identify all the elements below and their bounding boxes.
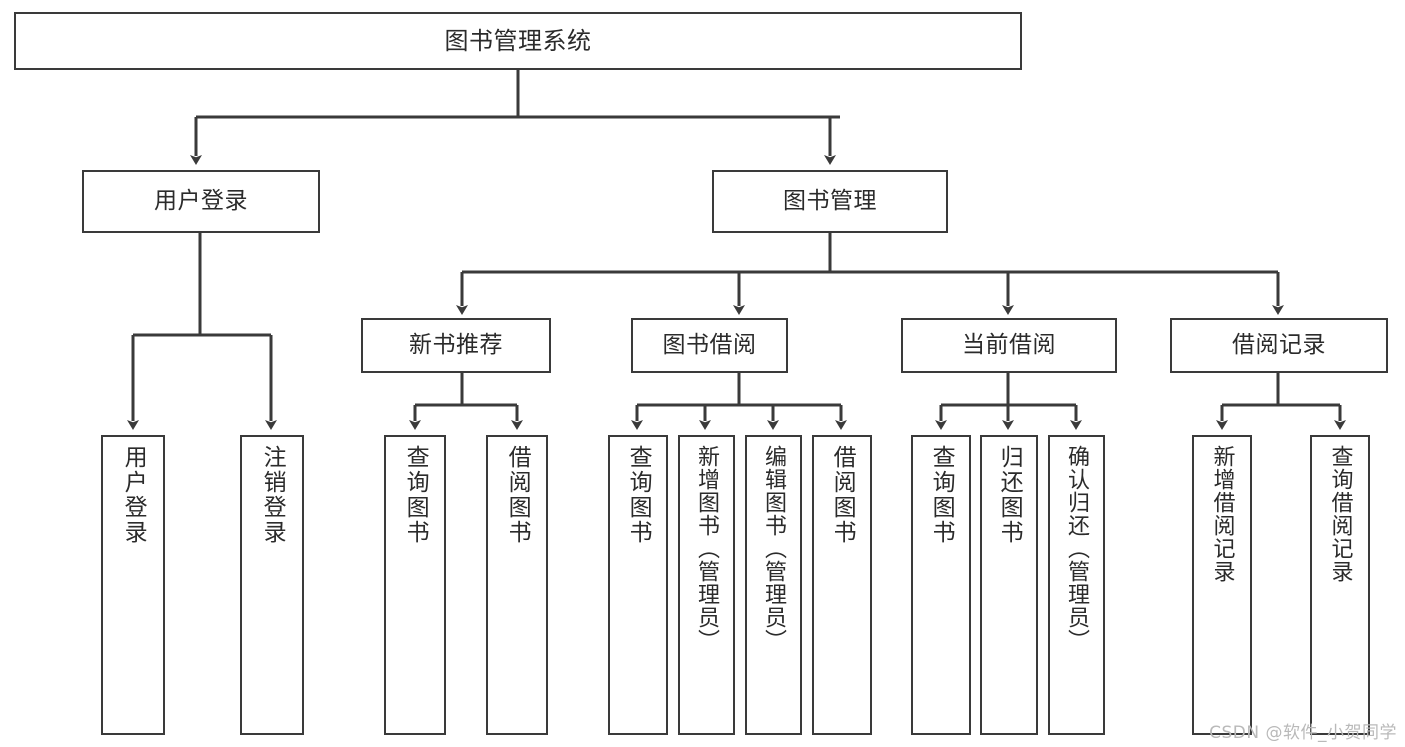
- node-leaf-edit-book[interactable]: 编辑图书（管理员）: [745, 435, 802, 735]
- node-root-label: 图书管理系统: [444, 26, 592, 55]
- node-new-book-rec-label: 新书推荐: [409, 331, 503, 358]
- csdn-watermark: CSDN @软件_小贺同学: [1209, 723, 1397, 743]
- node-leaf-return-book[interactable]: 归还图书: [980, 435, 1038, 735]
- node-book-borrow[interactable]: 图书借阅: [631, 318, 788, 373]
- node-leaf-return-book-label: 归还图书: [996, 445, 1023, 545]
- node-leaf-query-book-3[interactable]: 查询图书: [911, 435, 971, 735]
- node-leaf-query-book-3-label: 查询图书: [928, 445, 955, 545]
- node-leaf-query-book-2[interactable]: 查询图书: [608, 435, 668, 735]
- node-current-borrow[interactable]: 当前借阅: [901, 318, 1117, 373]
- node-borrow-record[interactable]: 借阅记录: [1170, 318, 1388, 373]
- node-leaf-borrow-book-2-label: 借阅图书: [829, 445, 856, 545]
- node-leaf-user-login[interactable]: 用户登录: [101, 435, 165, 735]
- node-leaf-logout[interactable]: 注销登录: [240, 435, 304, 735]
- node-leaf-add-record-label: 新增借阅记录: [1209, 445, 1235, 583]
- node-new-book-rec[interactable]: 新书推荐: [361, 318, 551, 373]
- node-leaf-borrow-book-1[interactable]: 借阅图书: [486, 435, 548, 735]
- node-root[interactable]: 图书管理系统: [14, 12, 1022, 70]
- node-leaf-user-login-label: 用户登录: [120, 445, 147, 545]
- node-leaf-logout-label: 注销登录: [259, 445, 286, 545]
- node-leaf-add-book-label: 新增图书（管理员）: [694, 445, 720, 652]
- node-user-login-label: 用户登录: [154, 187, 248, 214]
- node-leaf-confirm-return[interactable]: 确认归还（管理员）: [1048, 435, 1105, 735]
- node-leaf-query-book-1-label: 查询图书: [402, 445, 429, 545]
- node-leaf-borrow-book-1-label: 借阅图书: [504, 445, 531, 545]
- node-book-borrow-label: 图书借阅: [662, 331, 757, 358]
- node-user-login[interactable]: 用户登录: [82, 170, 320, 233]
- node-leaf-add-book[interactable]: 新增图书（管理员）: [678, 435, 735, 735]
- node-leaf-edit-book-label: 编辑图书（管理员）: [761, 445, 787, 652]
- node-book-manage-label: 图书管理: [783, 187, 877, 214]
- node-book-manage[interactable]: 图书管理: [712, 170, 948, 233]
- node-leaf-query-record[interactable]: 查询借阅记录: [1310, 435, 1370, 735]
- node-leaf-borrow-book-2[interactable]: 借阅图书: [812, 435, 872, 735]
- node-leaf-query-record-label: 查询借阅记录: [1327, 445, 1353, 583]
- node-leaf-query-book-1[interactable]: 查询图书: [384, 435, 446, 735]
- node-leaf-add-record[interactable]: 新增借阅记录: [1192, 435, 1252, 735]
- node-current-borrow-label: 当前借阅: [962, 331, 1056, 358]
- node-leaf-confirm-return-label: 确认归还（管理员）: [1064, 445, 1090, 652]
- node-borrow-record-label: 借阅记录: [1232, 331, 1326, 358]
- node-leaf-query-book-2-label: 查询图书: [625, 445, 652, 545]
